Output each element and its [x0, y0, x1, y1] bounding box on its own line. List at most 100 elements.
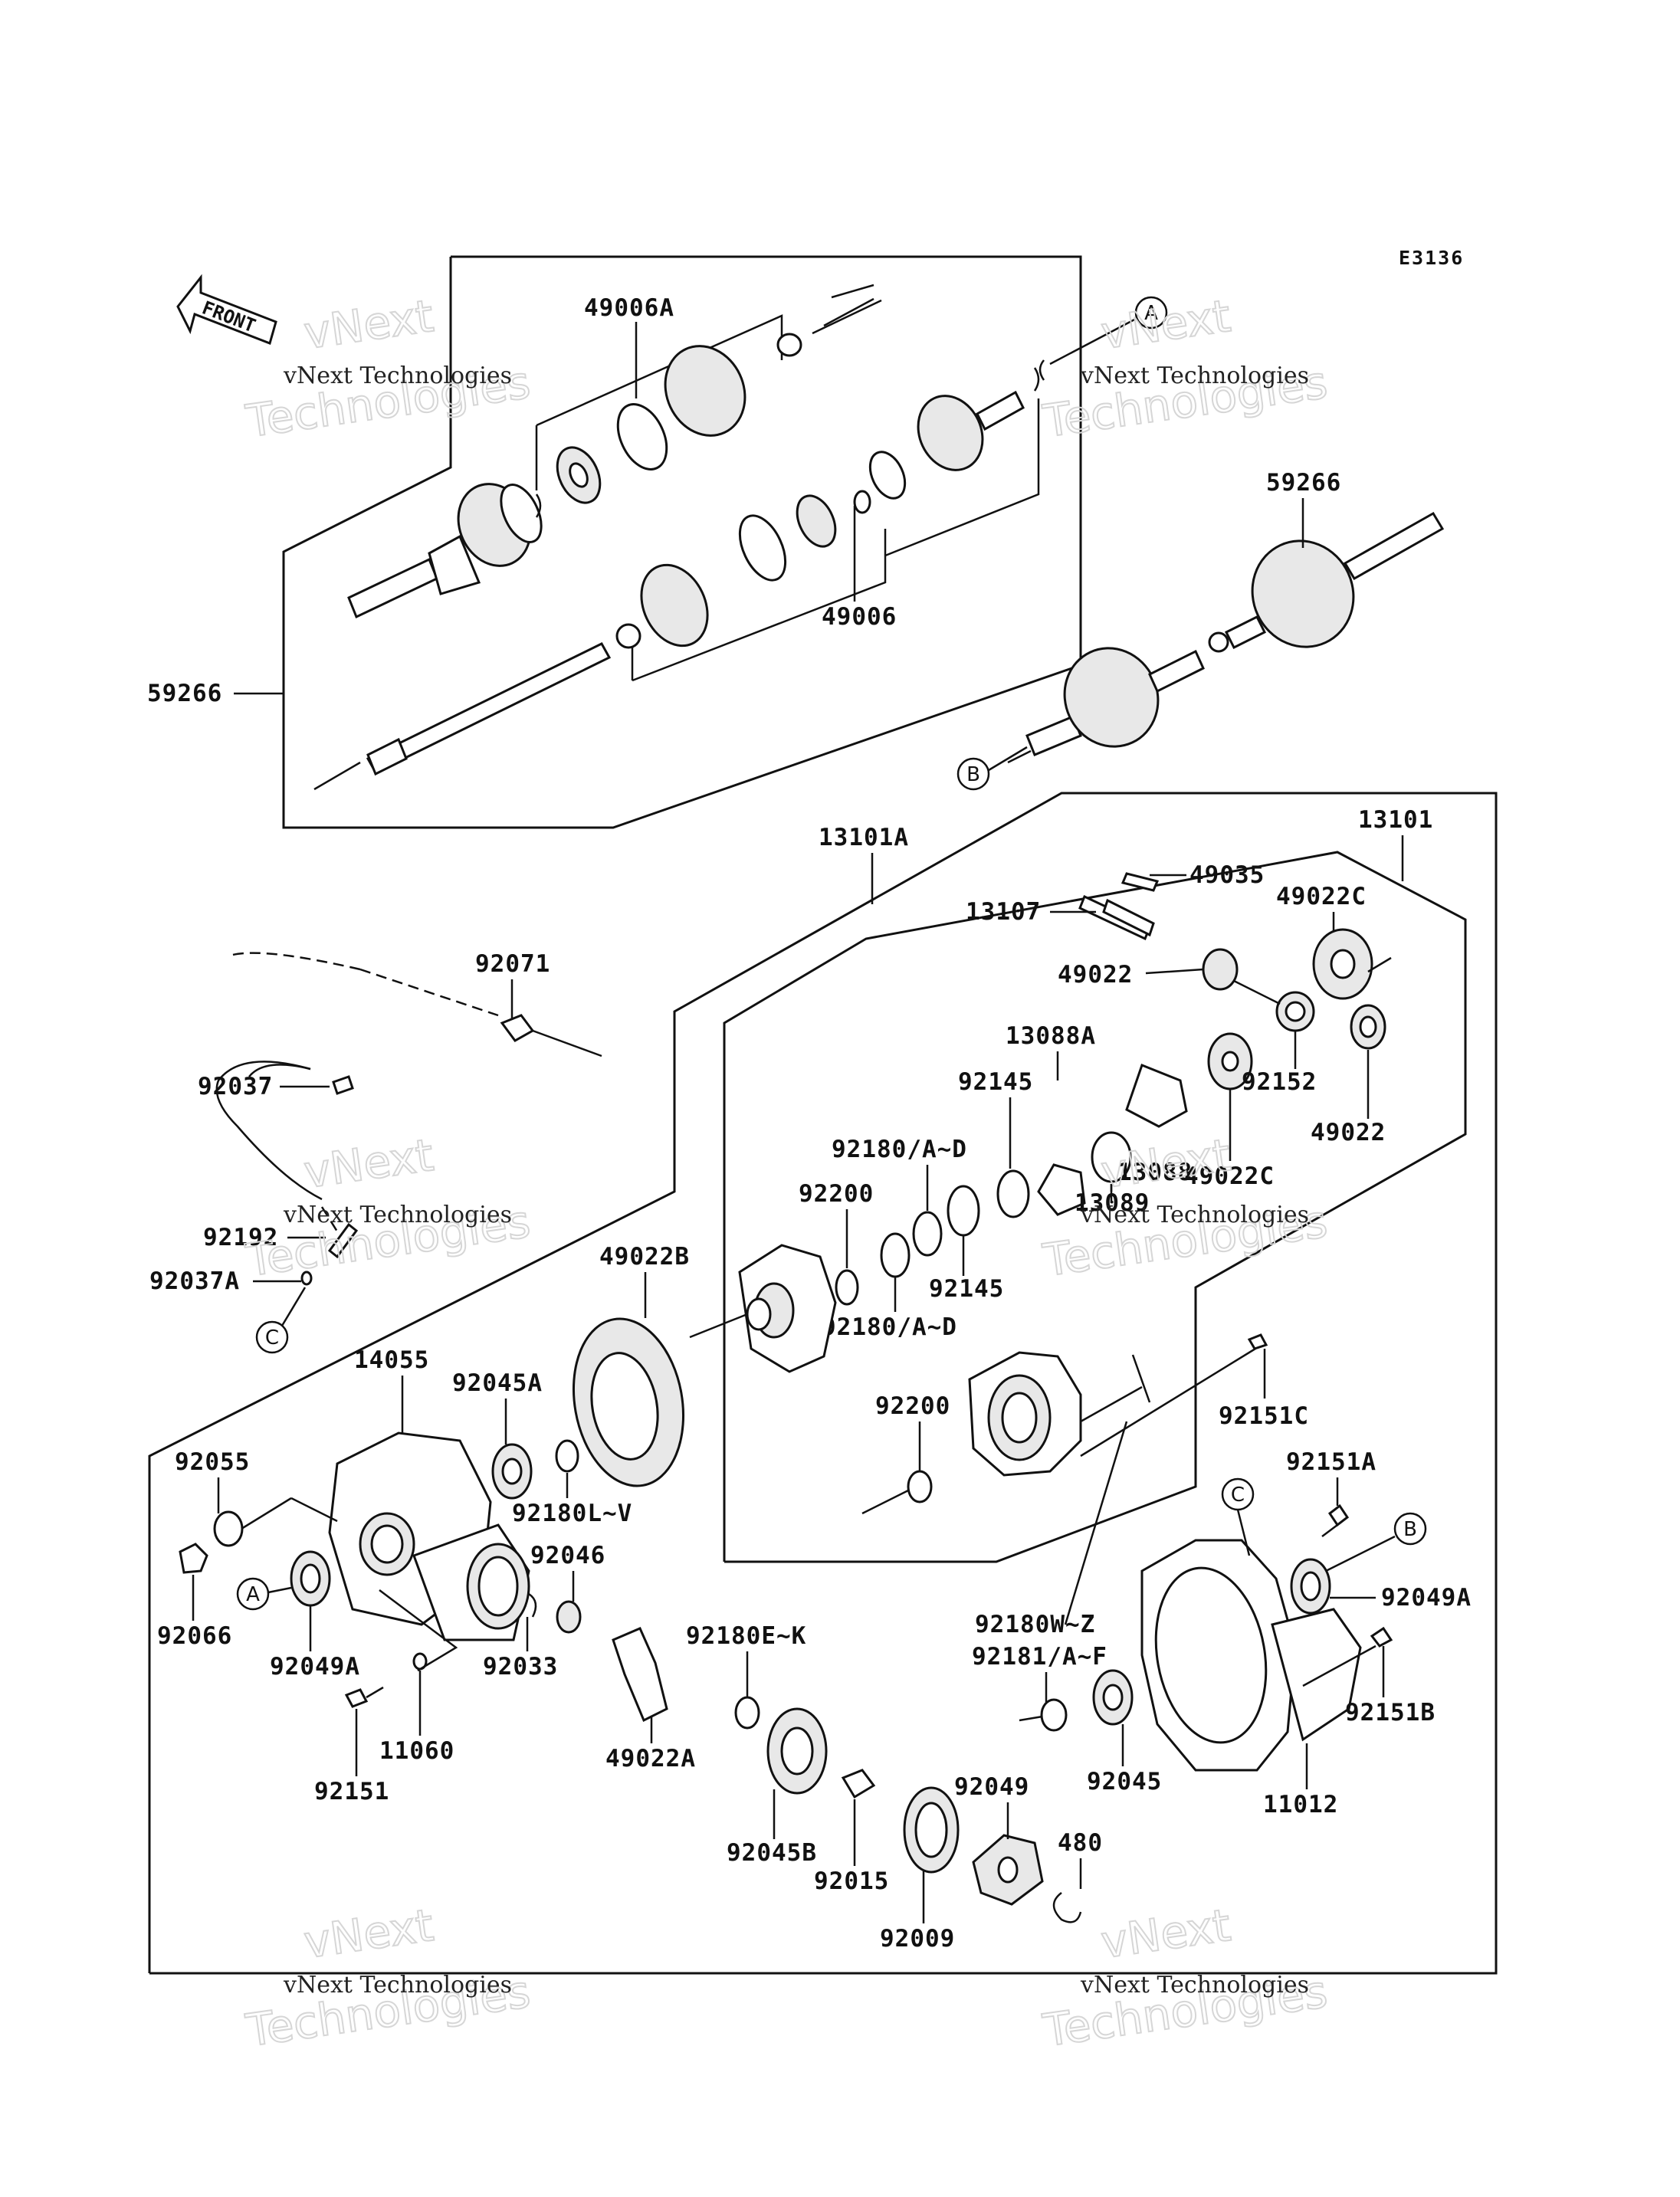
label-11012: 11012	[1263, 1791, 1338, 1818]
bracket-line	[861, 1489, 909, 1515]
svg-text:vNext: vNext	[1098, 290, 1233, 359]
shim-92200-b	[907, 1470, 933, 1503]
label-92180AD-b: 92180/A~D	[822, 1313, 957, 1341]
bolt-92151	[344, 1688, 369, 1708]
differential-case	[689, 1244, 837, 1373]
label-13101: 13101	[1358, 806, 1433, 834]
left-axle-outer-joint	[347, 333, 802, 619]
ref-a-label: A	[1144, 302, 1158, 325]
svg-text:vNext Technologies: vNext Technologies	[1080, 1202, 1309, 1228]
nut-92015	[841, 1769, 876, 1799]
watermark-mid-left: vNext Technologies vNext Technologies	[241, 1128, 533, 1287]
oil-seal-92049A-right	[1290, 1558, 1331, 1615]
label-92151A: 92151A	[1286, 1448, 1376, 1476]
label-13089: 13089	[1075, 1189, 1150, 1217]
pin-92192	[327, 1222, 359, 1259]
label-59266-left: 59266	[147, 680, 222, 707]
shim-92180LV	[555, 1439, 579, 1473]
label-92151: 92151	[314, 1778, 389, 1805]
label-11060: 11060	[379, 1737, 454, 1765]
bolt-92151A	[1327, 1503, 1350, 1527]
bearing-housing	[968, 1351, 1143, 1477]
drive-pinion	[612, 1627, 668, 1723]
label-92049A-right: 92049A	[1381, 1584, 1472, 1612]
label-92066: 92066	[157, 1622, 232, 1650]
label-92180EK: 92180E~K	[686, 1622, 806, 1650]
ref-c-marker-left	[255, 1320, 289, 1354]
final-drive-outline	[148, 792, 1498, 1975]
bearing-92045A	[491, 1443, 533, 1500]
bracket-line	[536, 314, 783, 427]
label-92192: 92192	[203, 1224, 278, 1251]
label-49006: 49006	[822, 603, 897, 631]
right-axle-assembly	[1007, 511, 1445, 764]
hose-clamp-92037	[332, 1075, 354, 1095]
svg-text:vNext Technologies: vNext Technologies	[1080, 362, 1309, 389]
collar-92009	[903, 1786, 960, 1874]
label-480: 480	[1058, 1829, 1103, 1857]
label-49022-b: 49022	[1311, 1119, 1386, 1146]
label-49035: 49035	[1189, 861, 1265, 889]
plug-line	[290, 1497, 338, 1523]
ref-a-marker-left	[236, 1577, 270, 1611]
bolt-92151-shank	[366, 1686, 384, 1699]
ref-a-lead-left	[267, 1586, 292, 1594]
label-92151B: 92151B	[1345, 1699, 1436, 1726]
bearing-92045B	[766, 1707, 828, 1795]
watermark-top-right: vNext Technologies vNext Technologies	[1039, 289, 1331, 448]
label-92045B: 92045B	[727, 1839, 817, 1867]
bracket-line	[379, 1589, 458, 1672]
label-92071: 92071	[475, 950, 550, 978]
label-92045A: 92045A	[452, 1369, 543, 1397]
breather-fitting	[500, 1014, 602, 1058]
bolt-92151C	[1247, 1333, 1268, 1350]
svg-text:vNext Technologies: vNext Technologies	[1080, 1972, 1309, 1999]
label-13088A: 13088A	[1006, 1022, 1096, 1050]
label-92045: 92045	[1087, 1768, 1162, 1795]
svg-text:vNext: vNext	[300, 1899, 436, 1969]
label-92145-b: 92145	[929, 1275, 1004, 1303]
svg-text:vNext Technologies: vNext Technologies	[283, 1202, 512, 1228]
ref-b-label-right: B	[1403, 1518, 1417, 1541]
bearing-92045	[1092, 1669, 1134, 1726]
label-13101A: 13101A	[819, 824, 909, 851]
label-92145-a: 92145	[958, 1068, 1033, 1096]
label-13107: 13107	[966, 898, 1041, 926]
needle-bearing-92046	[556, 1600, 582, 1634]
ref-a-lead	[1049, 316, 1138, 366]
plug-92066	[179, 1543, 208, 1574]
ref-b-lead	[988, 746, 1028, 772]
label-92180LV: 92180L~V	[512, 1500, 632, 1527]
gear-case-cover	[1140, 1539, 1362, 1772]
ref-a-label-left: A	[246, 1583, 260, 1606]
bolt-92151C-shank	[1080, 1347, 1256, 1458]
bracket-line	[632, 529, 887, 682]
ref-b-marker-right	[1393, 1512, 1427, 1546]
bracket-line	[1131, 1354, 1151, 1403]
label-13088: 13088	[1117, 1159, 1193, 1186]
svg-text:vNext: vNext	[300, 290, 436, 359]
oil-seal-92049	[972, 1834, 1044, 1906]
svg-text:vNext: vNext	[300, 1129, 436, 1199]
shim-92180EK	[734, 1696, 760, 1730]
ref-a-clip	[1039, 359, 1045, 381]
label-92180AD-a: 92180/A~D	[832, 1136, 967, 1163]
watermark-bottom-left: vNext Technologies vNext Technologies	[241, 1898, 533, 2058]
watermark-mid-right: vNext Technologies vNext Technologies	[1039, 1128, 1331, 1287]
ref-b-marker	[956, 757, 990, 791]
label-59266-right: 59266	[1266, 469, 1341, 497]
label-92033: 92033	[483, 1653, 558, 1681]
label-49022C-mid: 49022C	[1184, 1162, 1275, 1190]
label-92200-b: 92200	[875, 1392, 950, 1420]
label-92180WZ: 92180W~Z	[975, 1611, 1095, 1638]
label-92009: 92009	[880, 1925, 955, 1953]
svg-text:vNext Technologies: vNext Technologies	[283, 1972, 512, 1999]
bracket-line	[1019, 1715, 1043, 1722]
label-92049: 92049	[954, 1773, 1029, 1801]
label-92055: 92055	[175, 1448, 250, 1476]
label-92152: 92152	[1242, 1068, 1317, 1096]
svg-text:vNext Technologies: vNext Technologies	[283, 362, 512, 389]
label-92037: 92037	[198, 1073, 273, 1100]
bracket-line	[1064, 1421, 1128, 1625]
